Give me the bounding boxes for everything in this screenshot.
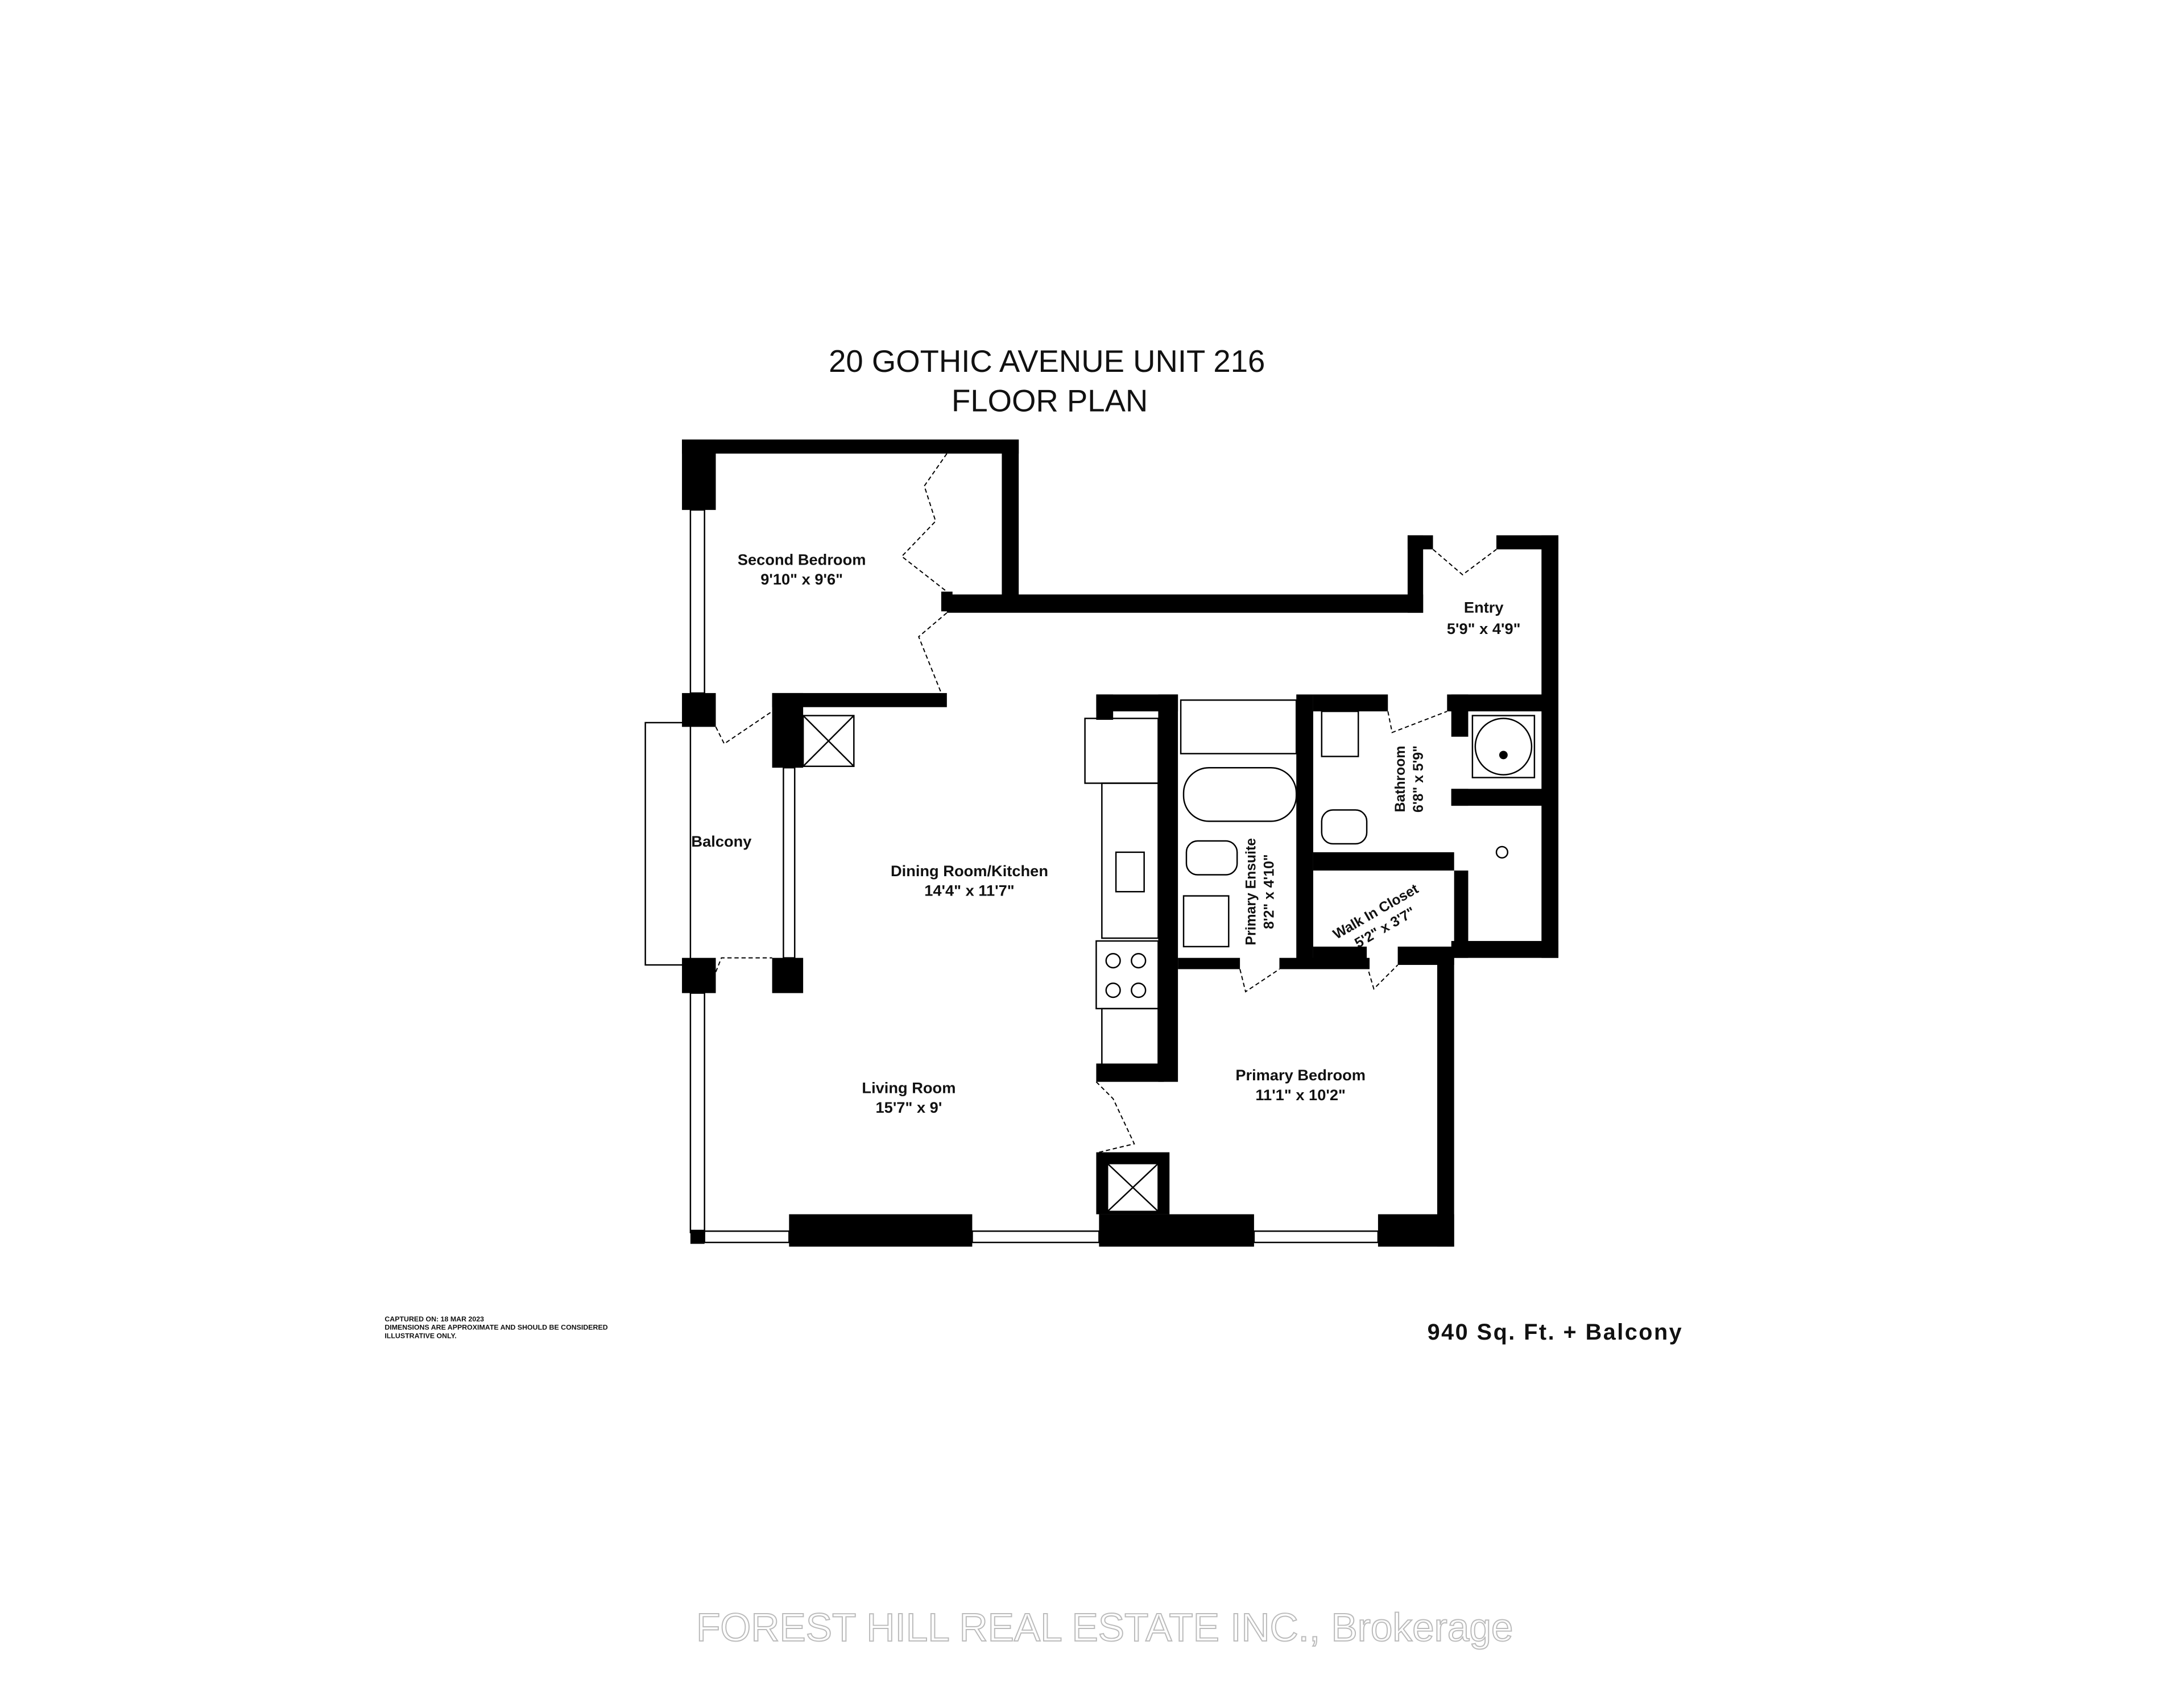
room-dims: 5'9" x 4'9" <box>1447 620 1521 637</box>
captured-date: CAPTURED ON: 18 MAR 2023 <box>384 1315 484 1323</box>
plan-title-line2: FLOOR PLAN <box>952 383 1148 418</box>
room-name: Primary Bedroom <box>1235 1066 1366 1084</box>
room-dims: 8'2" x 4'10" <box>1262 854 1277 929</box>
room-dims: 9'10" x 9'6" <box>760 570 843 588</box>
disclaimer-line2: ILLUSTRATIVE ONLY. <box>384 1332 457 1340</box>
room-name: Primary Ensuite <box>1243 838 1259 946</box>
room-dims: 11'1" x 10'2" <box>1255 1086 1346 1104</box>
disclaimer-line1: DIMENSIONS ARE APPROXIMATE AND SHOULD BE… <box>384 1324 607 1332</box>
total-area: 940 Sq. Ft. + Balcony <box>1428 1320 1684 1345</box>
walls <box>644 439 1559 1247</box>
room-labels: Second Bedroom 9'10" x 9'6" Entry 5'9" x… <box>691 550 1520 1116</box>
plan-title-line1: 20 GOTHIC AVENUE UNIT 216 <box>829 344 1265 379</box>
room-dims: 14'4" x 11'7" <box>924 882 1015 900</box>
brokerage-watermark: FOREST HILL REAL ESTATE INC., Brokerage <box>696 1605 1513 1649</box>
room-name: Living Room <box>862 1079 956 1096</box>
room-name: Bathroom <box>1393 746 1408 813</box>
room-name: Balcony <box>691 832 752 850</box>
room-name: Dining Room/Kitchen <box>891 862 1048 880</box>
room-name: Entry <box>1464 599 1504 616</box>
room-dims: 15'7" x 9' <box>876 1099 942 1116</box>
room-name: Second Bedroom <box>738 550 866 568</box>
room-dims: 6'8" x 5'9" <box>1411 745 1426 813</box>
